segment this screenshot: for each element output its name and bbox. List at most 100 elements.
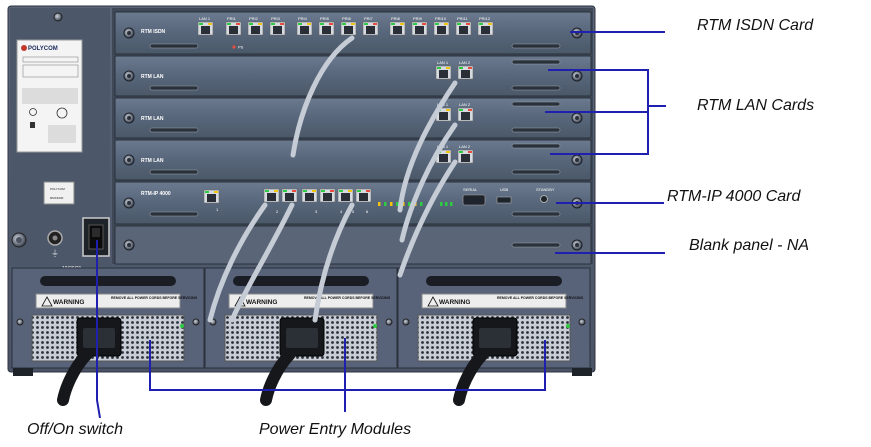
card-ejector-handle[interactable] bbox=[149, 43, 199, 49]
port-led-icon bbox=[348, 190, 352, 192]
card-ejector-handle[interactable] bbox=[511, 242, 561, 248]
psu-screw-icon[interactable] bbox=[192, 318, 200, 326]
rj45-socket bbox=[461, 154, 470, 162]
status-led-icon bbox=[390, 202, 393, 206]
port-led-icon bbox=[214, 191, 218, 193]
rj45-socket bbox=[461, 70, 470, 78]
card-ejector-handle[interactable] bbox=[511, 101, 561, 107]
ground-jack-inner bbox=[52, 235, 58, 241]
port-led-icon bbox=[468, 109, 472, 111]
ip-cable bbox=[229, 202, 295, 323]
card-screw-head bbox=[127, 31, 131, 35]
port-led-icon bbox=[459, 151, 463, 153]
rj45-socket bbox=[267, 193, 276, 201]
port-led-icon bbox=[468, 151, 472, 153]
psu-handle[interactable] bbox=[426, 276, 562, 286]
port-label: LAN 2 bbox=[459, 102, 471, 107]
annotation-lines bbox=[96, 31, 666, 419]
status-led-icon bbox=[378, 202, 381, 206]
rj45-socket bbox=[439, 112, 448, 120]
card-ejector-handle[interactable] bbox=[511, 169, 561, 175]
standby-button[interactable] bbox=[540, 195, 548, 203]
card-ejector-handle[interactable] bbox=[149, 127, 199, 133]
rj45-socket bbox=[305, 193, 314, 201]
port-label: PRI7 bbox=[364, 16, 374, 21]
card-screw-head bbox=[127, 116, 131, 120]
rj45-socket bbox=[344, 26, 353, 34]
port-led-icon bbox=[236, 23, 240, 25]
card-ejector-handle[interactable] bbox=[511, 43, 561, 49]
serial-port[interactable] bbox=[462, 194, 486, 206]
port-led-icon bbox=[280, 23, 284, 25]
card-ejector-handle[interactable] bbox=[511, 59, 561, 65]
port-led-icon bbox=[373, 23, 377, 25]
callout-blank: Blank panel - NA bbox=[689, 237, 810, 254]
warning-triangle-icon bbox=[41, 296, 53, 307]
port-led-icon bbox=[312, 190, 316, 192]
card-ejector-handle[interactable] bbox=[149, 85, 199, 91]
power-cord bbox=[453, 348, 489, 406]
port-led-icon bbox=[320, 23, 324, 25]
port-led-icon bbox=[329, 23, 333, 25]
lan-cable bbox=[399, 122, 458, 243]
card-ejector-handle[interactable] bbox=[511, 127, 561, 133]
power-plug-grip bbox=[286, 328, 318, 348]
card-screw-head bbox=[127, 243, 131, 247]
port-label: LAN 2 bbox=[459, 60, 471, 65]
ground-symbol-icon: ⏚ bbox=[51, 249, 59, 258]
usb-port[interactable] bbox=[496, 196, 512, 204]
port-label: PRI10 bbox=[435, 16, 447, 21]
port-led-icon bbox=[227, 23, 231, 25]
card-name: RTM LAN bbox=[141, 116, 164, 122]
chassis-foot bbox=[13, 368, 33, 376]
port-label: LAN 1 bbox=[437, 60, 449, 65]
port-led-icon bbox=[435, 23, 439, 25]
card-ejector-handle[interactable] bbox=[149, 211, 199, 217]
logo-plate-brand: POLYCOM bbox=[50, 187, 65, 191]
status-led-icon bbox=[420, 202, 423, 206]
port-led-icon bbox=[391, 23, 395, 25]
psu-screw-icon[interactable] bbox=[578, 318, 586, 326]
standby-label: STANDBY bbox=[536, 187, 555, 192]
port-led-icon bbox=[303, 190, 307, 192]
warning-text: WARNING bbox=[53, 299, 84, 306]
port-label: PRI6 bbox=[342, 16, 352, 21]
port-led-icon bbox=[208, 23, 212, 25]
port-number: 1 bbox=[216, 207, 219, 212]
logo-plate bbox=[43, 181, 75, 205]
card-ejector-handle[interactable] bbox=[511, 85, 561, 91]
power-plug-grip bbox=[479, 328, 511, 348]
callout-rtm-isdn: RTM ISDN Card bbox=[697, 17, 814, 34]
rj45-socket bbox=[300, 26, 309, 34]
power-plug-grip bbox=[83, 328, 115, 348]
rj45-socket bbox=[439, 70, 448, 78]
lan-cable bbox=[397, 159, 458, 278]
card-ejector-handle[interactable] bbox=[511, 211, 561, 217]
rj45-socket bbox=[341, 193, 350, 201]
rj45-socket bbox=[439, 154, 448, 162]
rj45-socket bbox=[273, 26, 282, 34]
power-switch-rocker bbox=[92, 228, 100, 237]
port-led-icon bbox=[366, 190, 370, 192]
status-led-icon bbox=[450, 202, 453, 206]
port-led-icon bbox=[321, 190, 325, 192]
card-screw-head bbox=[127, 74, 131, 78]
card-ejector-handle[interactable] bbox=[149, 169, 199, 175]
port-led-icon bbox=[488, 23, 492, 25]
port-led-icon bbox=[339, 190, 343, 192]
port-number: 6 bbox=[366, 209, 369, 214]
psu-screw-icon[interactable] bbox=[402, 318, 410, 326]
ground-stud-inner bbox=[16, 237, 22, 243]
psu-handle[interactable] bbox=[233, 276, 369, 286]
psu-screw-icon[interactable] bbox=[16, 318, 24, 326]
card-ejector-handle[interactable] bbox=[511, 143, 561, 149]
port-led-icon bbox=[342, 23, 346, 25]
rj45-socket bbox=[393, 26, 402, 34]
callout-switch: Off/On switch bbox=[27, 421, 124, 438]
psu-screw-icon[interactable] bbox=[385, 318, 393, 326]
rj45-socket bbox=[359, 193, 368, 201]
port-label: PRI5 bbox=[320, 16, 330, 21]
psu-handle[interactable] bbox=[40, 276, 176, 286]
